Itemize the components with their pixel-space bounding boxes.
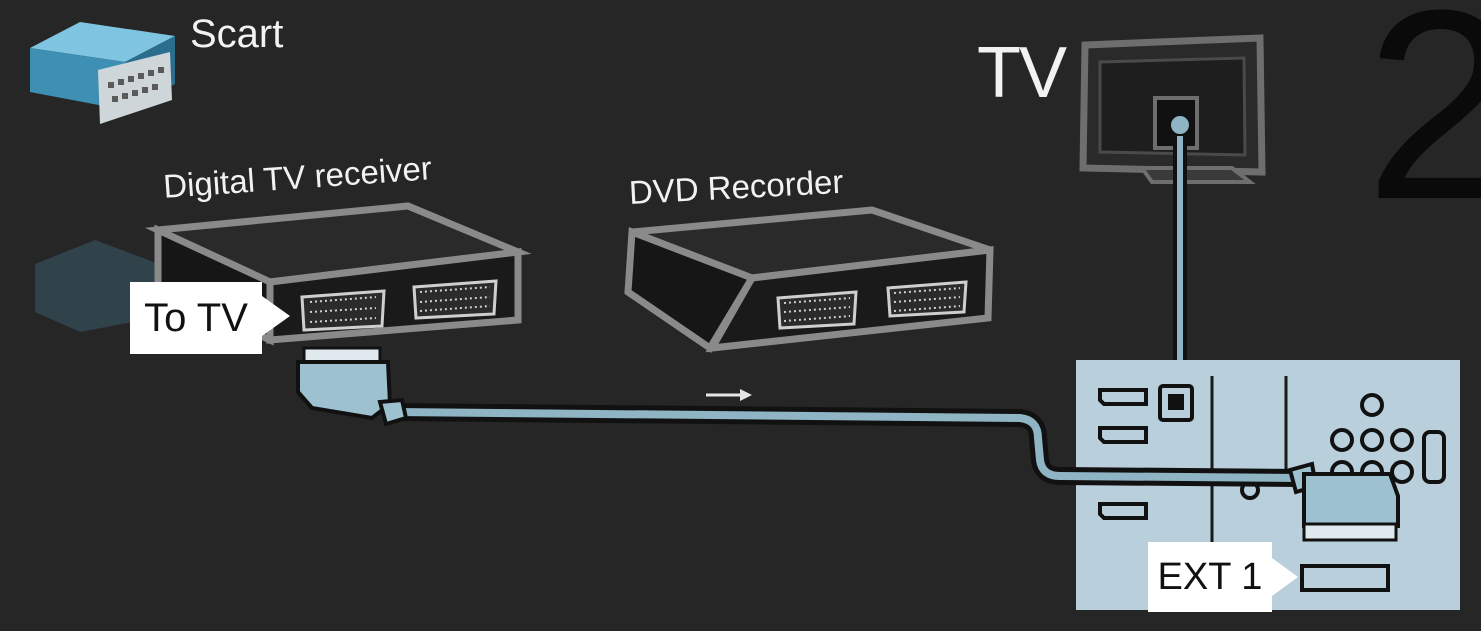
dvd-recorder bbox=[628, 210, 990, 348]
tv-icon bbox=[1083, 38, 1262, 182]
scart-plug-tv bbox=[1290, 464, 1398, 540]
scart-socket-2 bbox=[414, 281, 496, 318]
scart-socket-to-tv bbox=[302, 291, 384, 330]
dvd-scart-socket-2 bbox=[888, 282, 966, 316]
step-number: 2 bbox=[1365, 0, 1481, 256]
tv-label: TV bbox=[977, 32, 1065, 114]
arrow-right-icon bbox=[706, 389, 752, 401]
to-tv-callout: To TV bbox=[130, 282, 262, 354]
dvd-scart-socket-1 bbox=[778, 292, 856, 328]
ext1-callout: EXT 1 bbox=[1148, 542, 1272, 612]
scart-plug-receiver bbox=[298, 348, 406, 424]
scart-label: Scart bbox=[190, 12, 283, 57]
